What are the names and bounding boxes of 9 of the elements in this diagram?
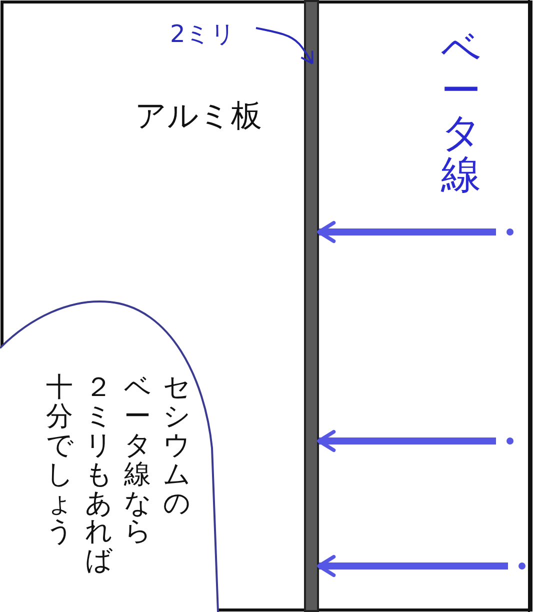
leader-line <box>256 27 314 64</box>
beam-label: ベータ線 <box>441 28 481 196</box>
speech-text: セシウムのベータ線なら２ミリもあれば十分でしょう <box>46 374 190 576</box>
beta-ray-arrow <box>317 220 514 244</box>
aluminum-plate <box>304 0 319 612</box>
part-label: アルミ板 <box>135 97 262 136</box>
beta-ray-arrow <box>317 430 514 452</box>
measurement-label: 2ミリ <box>170 18 242 48</box>
beta-ray-arrow <box>317 554 526 578</box>
